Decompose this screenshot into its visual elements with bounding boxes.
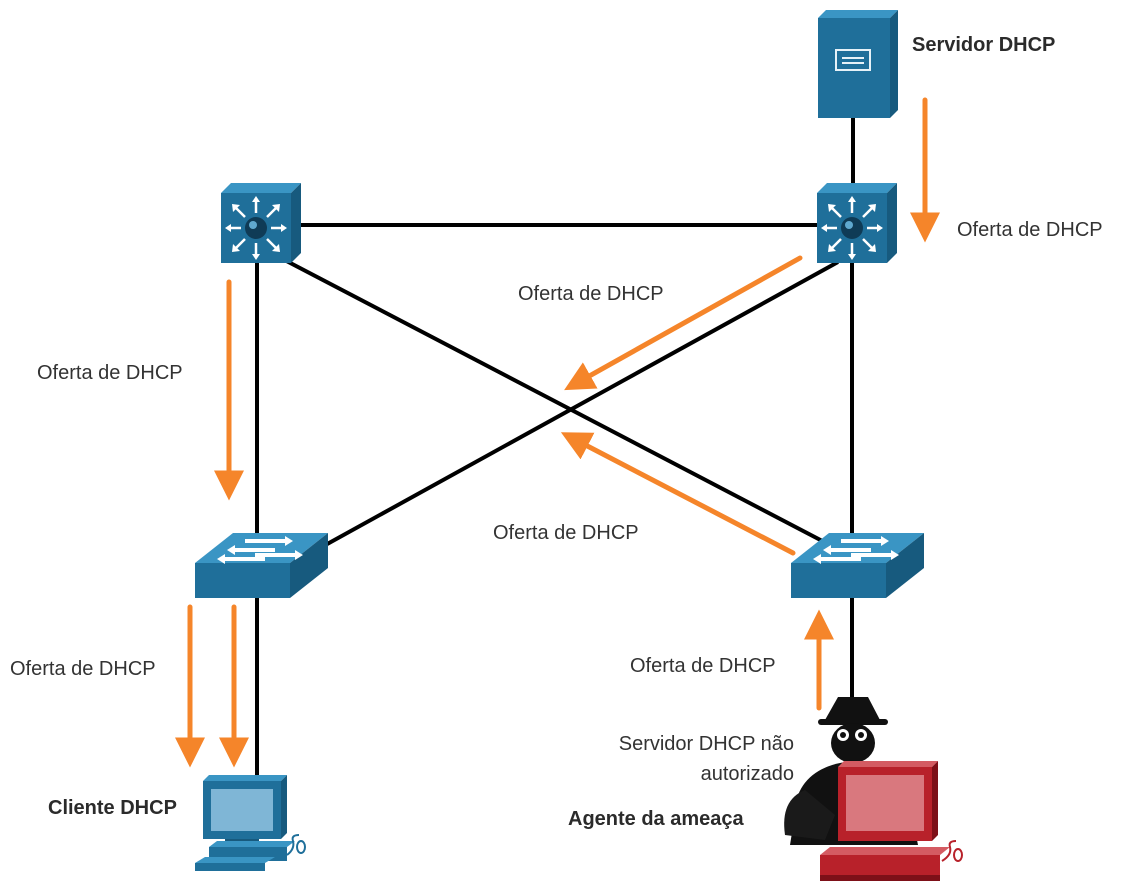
offer-label-cross-upper: Oferta de DHCP — [518, 283, 664, 305]
offer-label-rogue-up: Oferta de DHCP — [630, 655, 776, 677]
offer-label-cross-lower: Oferta de DHCP — [493, 522, 639, 544]
server-icon — [818, 10, 898, 118]
link-core-right-to-access-left — [319, 260, 839, 550]
rogue-server-label-line1: Servidor DHCP não — [618, 733, 794, 755]
link-core-left-to-access-right — [274, 253, 831, 547]
access-switch-icon-left — [195, 533, 328, 598]
offer-label-client-down: Oferta de DHCP — [10, 658, 156, 680]
offer-arrows — [175, 97, 940, 768]
pc-icon — [195, 775, 306, 871]
dhcp-client-label: Cliente DHCP — [48, 797, 177, 819]
access-switch-icon-right — [791, 533, 924, 598]
offer-label-server-down: Oferta de DHCP — [957, 219, 1103, 241]
offer-label-left-down: Oferta de DHCP — [37, 362, 183, 384]
threat-agent-label: Agente da ameaça — [568, 808, 744, 830]
arrow-cross-lower — [560, 432, 796, 556]
hacker-icon — [784, 697, 963, 881]
links — [255, 118, 855, 780]
dhcp-server-label: Servidor DHCP — [912, 34, 1056, 56]
rogue-server-label-line2: autorizado — [700, 763, 794, 785]
multilayer-switch-icon-left — [221, 183, 301, 263]
arrow-cross-upper — [564, 255, 803, 391]
multilayer-switch-icon-right — [817, 183, 897, 263]
